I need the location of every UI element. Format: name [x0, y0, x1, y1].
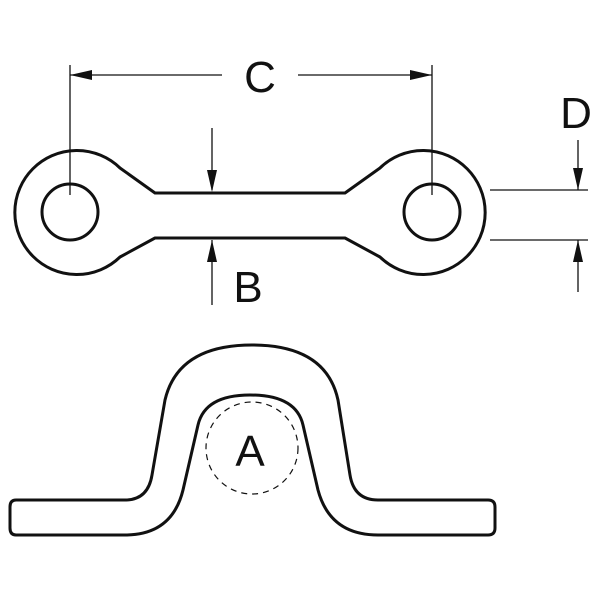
side-view-outline	[8, 343, 497, 537]
label-b: B	[233, 263, 262, 312]
label-a: A	[235, 427, 265, 476]
top-view-outline	[13, 149, 487, 276]
dimension-d: D	[490, 89, 592, 292]
dimension-c: C	[69, 53, 433, 195]
label-c: C	[244, 53, 276, 102]
dimension-b: B	[207, 128, 263, 312]
label-d: D	[560, 89, 592, 138]
radius-a-circle	[205, 401, 299, 495]
